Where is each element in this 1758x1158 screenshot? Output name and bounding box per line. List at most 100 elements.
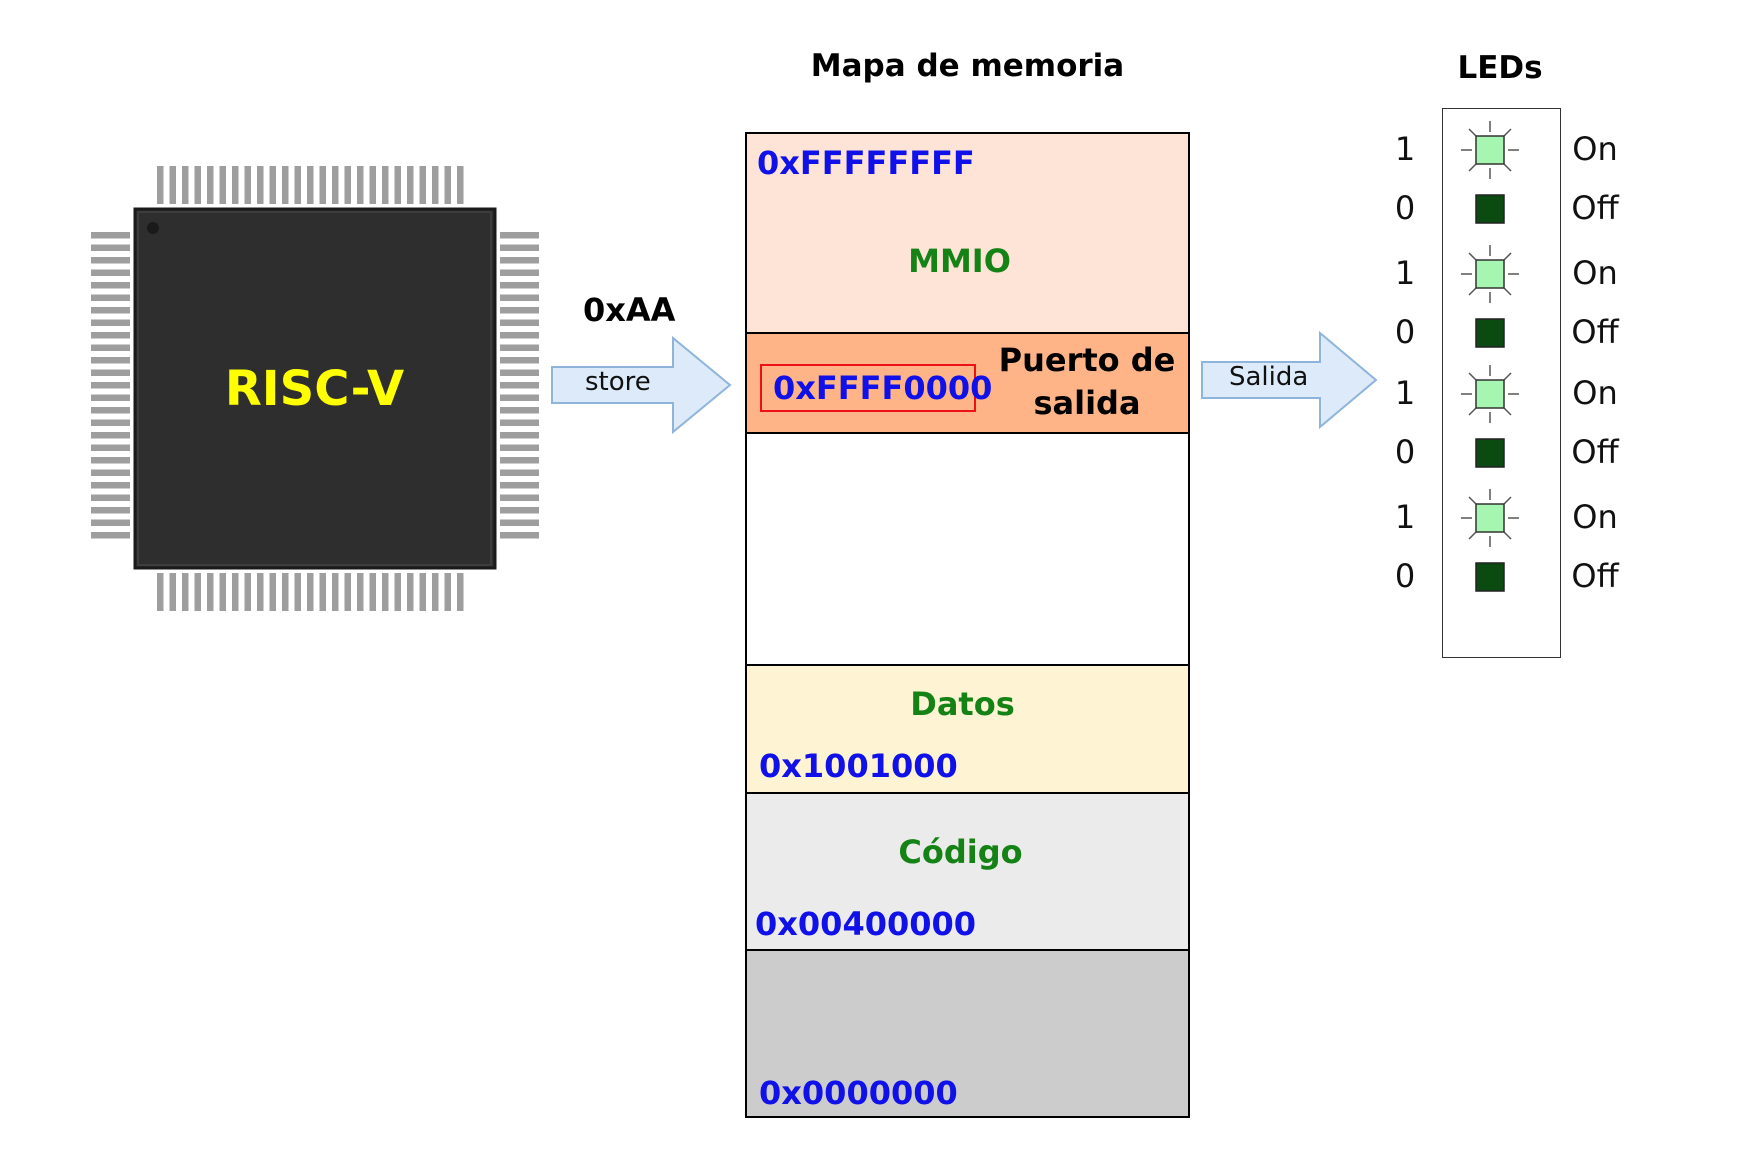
chip-pins-left xyxy=(91,232,130,539)
chip-pin xyxy=(257,573,264,611)
region-reserved: 0x0000000 xyxy=(747,951,1188,1116)
chip-pin xyxy=(207,166,214,204)
chip-pin xyxy=(91,319,130,326)
led-row: 1 On xyxy=(1380,244,1680,304)
chip-pin xyxy=(91,357,130,364)
chip-pin xyxy=(500,269,539,276)
chip-pin xyxy=(91,407,130,414)
chip-pin xyxy=(319,573,326,611)
chip-pin xyxy=(294,573,301,611)
chip-pin xyxy=(344,166,351,204)
chip-pin xyxy=(500,457,539,464)
chip-pin xyxy=(382,573,389,611)
chip-pin xyxy=(91,332,130,339)
chip-pin xyxy=(207,573,214,611)
chip-pin xyxy=(232,573,239,611)
region-data: Datos 0x1001000 xyxy=(747,666,1188,794)
chip-pin xyxy=(394,573,401,611)
led-off-icon xyxy=(1475,562,1505,592)
chip-pins-top xyxy=(157,166,464,204)
chip-pin xyxy=(344,573,351,611)
chip-pin xyxy=(294,166,301,204)
chip-pin xyxy=(91,282,130,289)
stored-value: 0xAA xyxy=(583,291,676,329)
chip-pin xyxy=(91,444,130,451)
chip-body xyxy=(133,207,497,570)
chip-pin xyxy=(500,369,539,376)
output-port-address: 0xFFFF0000 xyxy=(773,369,993,407)
chip-pin xyxy=(332,573,339,611)
chip-pin xyxy=(500,482,539,489)
code-label: Código xyxy=(898,833,1023,871)
chip-pin xyxy=(432,166,439,204)
chip-pin xyxy=(169,166,176,204)
chip-pin xyxy=(91,257,130,264)
chip-pin xyxy=(91,394,130,401)
chip-pin xyxy=(91,244,130,251)
chip-pin xyxy=(91,494,130,501)
chip-pin xyxy=(500,382,539,389)
led-row: 1 On xyxy=(1380,120,1680,180)
chip-pin xyxy=(91,457,130,464)
chip-pin xyxy=(500,432,539,439)
chip-pin xyxy=(91,307,130,314)
led-off-icon xyxy=(1475,438,1505,468)
chip-pin xyxy=(500,282,539,289)
output-arrow-label: Salida xyxy=(1229,362,1309,392)
chip-pins-bottom xyxy=(157,573,464,611)
led-state-label: On xyxy=(1572,254,1618,292)
led-state-label: Off xyxy=(1571,313,1619,351)
chip-pins-right xyxy=(500,232,539,539)
led-bit-value: 0 xyxy=(1394,189,1416,227)
chip-pin xyxy=(91,232,130,239)
chip-pin xyxy=(182,573,189,611)
led-state-label: On xyxy=(1572,374,1618,412)
chip-pin xyxy=(182,166,189,204)
led-state-label: On xyxy=(1572,130,1618,168)
chip-pin xyxy=(269,166,276,204)
chip-pin xyxy=(500,444,539,451)
chip-pin xyxy=(91,532,130,539)
chip-pin xyxy=(500,357,539,364)
chip-pin xyxy=(500,294,539,301)
code-address: 0x00400000 xyxy=(755,905,977,943)
cpu-label: RISC-V xyxy=(224,360,405,417)
cpu-chip xyxy=(91,166,539,611)
chip-pin xyxy=(257,166,264,204)
chip-pin xyxy=(444,166,451,204)
chip-pin xyxy=(91,344,130,351)
leds-title: LEDs xyxy=(1457,50,1543,86)
chip-pin xyxy=(269,573,276,611)
chip-pin xyxy=(500,507,539,514)
store-arrow-label: store xyxy=(585,367,651,397)
memory-map-title: Mapa de memoria xyxy=(810,48,1125,84)
data-label: Datos xyxy=(910,685,1015,723)
chip-pin xyxy=(369,573,376,611)
led-state-label: Off xyxy=(1571,189,1619,227)
chip-pin xyxy=(457,166,464,204)
chip-pin xyxy=(500,394,539,401)
chip-pin xyxy=(500,532,539,539)
chip-pin xyxy=(419,166,426,204)
mmio-label: MMIO xyxy=(908,242,1011,280)
chip-pin xyxy=(407,166,414,204)
led-bit-value: 1 xyxy=(1394,254,1416,292)
region-unused xyxy=(747,434,1188,666)
chip-pin xyxy=(91,369,130,376)
mmio-address: 0xFFFFFFFF xyxy=(757,144,975,182)
led-state-label: Off xyxy=(1571,433,1619,471)
chip-pin xyxy=(91,482,130,489)
led-row: 0 Off xyxy=(1380,179,1680,239)
chip-pin xyxy=(500,519,539,526)
chip-pin xyxy=(332,166,339,204)
chip-pin xyxy=(232,166,239,204)
led-bit-value: 1 xyxy=(1394,130,1416,168)
memory-map: 0xFFFFFFFF MMIO 0xFFFF0000 Puerto de sal… xyxy=(745,132,1190,1118)
chip-pin xyxy=(419,573,426,611)
region-output-port: 0xFFFF0000 Puerto de salida xyxy=(747,334,1188,434)
chip-pin xyxy=(194,166,201,204)
